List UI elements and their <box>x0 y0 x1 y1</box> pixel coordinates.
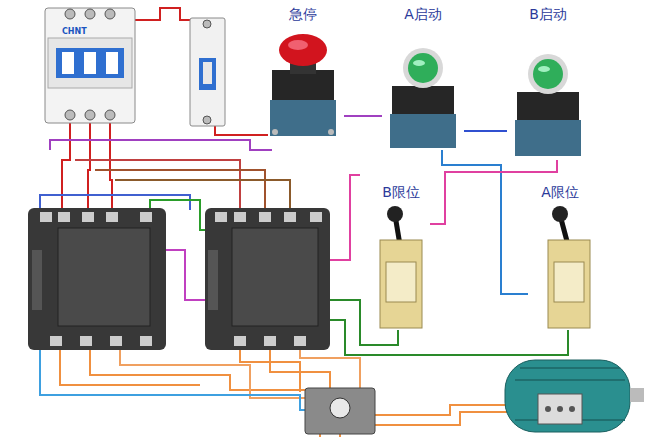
button-node: A启动 <box>382 6 464 150</box>
component-label: B启动 <box>527 6 569 23</box>
component-label: B限位 <box>380 184 422 201</box>
emergency-stop-button <box>270 34 336 136</box>
limit-switch-b <box>380 206 422 328</box>
limit-switch-node: A限位 <box>528 184 592 332</box>
start-button-a <box>390 48 456 148</box>
wire-connector <box>430 160 557 224</box>
circuit-breaker <box>45 8 135 123</box>
brand-label: CHNT <box>62 27 87 36</box>
contactor-a <box>28 208 166 350</box>
single-pole-breaker <box>190 18 225 126</box>
component-label: 急停 <box>287 6 319 23</box>
contactor-b <box>205 208 330 350</box>
thermal-overload-relay <box>305 388 375 434</box>
component-label: A限位 <box>539 184 581 201</box>
component-label: A启动 <box>402 6 444 23</box>
start-button-b <box>515 54 581 156</box>
motor <box>505 360 644 432</box>
limit-switch-node: B限位 <box>372 184 430 332</box>
wire-connector <box>344 116 382 117</box>
limit-switch-a <box>548 206 590 328</box>
button-node: 急停 <box>262 6 344 140</box>
button-node: B启动 <box>507 6 589 160</box>
wire-connector <box>464 131 507 132</box>
